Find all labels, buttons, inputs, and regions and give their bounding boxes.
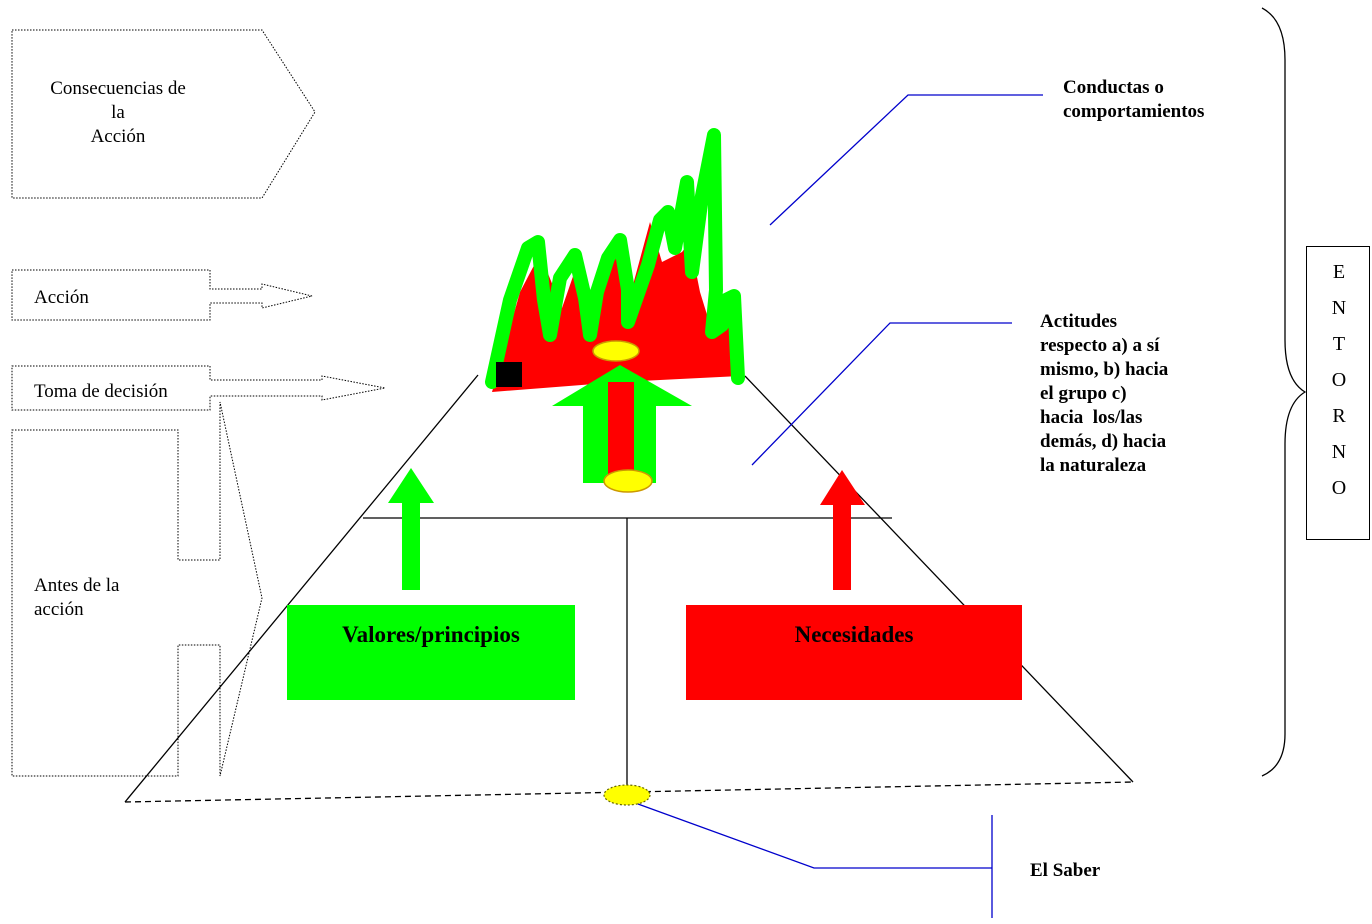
entorno-letter-5: R: [1332, 405, 1346, 427]
entorno-letter-6: N: [1331, 441, 1347, 463]
behaviors-label: Conductas o comportamientos: [1063, 76, 1263, 124]
top-yellow-ellipse: [592, 340, 640, 362]
before-action-line-2: acción: [34, 599, 84, 620]
values-up-arrow: [388, 468, 434, 590]
behaviors-line-2: comportamientos: [1063, 101, 1205, 122]
decision-arrow: [11, 365, 386, 411]
action-label: Acción: [34, 287, 89, 308]
entorno-letter-1: E: [1332, 261, 1346, 283]
attitudes-label: Actitudes respecto a) a sí mismo, b) hac…: [1040, 310, 1240, 478]
entorno-letter-3: T: [1332, 333, 1346, 355]
attitudes-line-1: Actitudes: [1040, 311, 1118, 332]
values-box: [287, 605, 575, 700]
attitudes-line-3: mismo, b) hacia: [1040, 359, 1169, 380]
entorno-letter-2: N: [1331, 297, 1347, 319]
behaviors-line-1: Conductas o: [1063, 77, 1164, 98]
central-red-stem: [608, 382, 634, 482]
values-box-label: Valores/principios: [342, 622, 520, 647]
needs-box: [686, 605, 1022, 700]
attitudes-line-4: el grupo c): [1040, 383, 1127, 404]
consequences-label: Consecuencias de la Acción: [28, 77, 208, 149]
consequences-line-1: Consecuencias de: [50, 78, 186, 99]
flame-green-outline: [485, 128, 745, 389]
action-arrow: [11, 269, 313, 321]
entorno-letter-7: O: [1331, 477, 1347, 499]
decision-label: Toma de decisión: [34, 381, 168, 402]
before-action-label: Antes de la acción: [34, 574, 174, 622]
consequences-line-2: la: [111, 102, 125, 123]
knowledge-label: El Saber: [1030, 860, 1101, 881]
attitudes-line-7: la naturaleza: [1040, 455, 1147, 476]
pyramid-right-edge: [744, 375, 1134, 783]
consequences-arrow: [11, 29, 316, 199]
pyramid-left-edge: [124, 374, 479, 803]
needs-up-arrow: [820, 470, 865, 590]
needs-box-label: Necesidades: [794, 622, 914, 647]
behaviors-leader-line: [769, 94, 1043, 226]
consequences-line-3: Acción: [90, 126, 146, 147]
before-action-arrow: [11, 401, 263, 777]
flame-black-square: [496, 362, 522, 387]
attitudes-line-6: demás, d) hacia: [1040, 431, 1167, 452]
attitudes-line-5: hacia los/las: [1040, 407, 1143, 428]
entorno-letter-4: O: [1331, 369, 1347, 391]
knowledge-leader-line: [637, 803, 992, 869]
entorno-box: E N T O R N O: [1306, 246, 1370, 540]
attitudes-line-2: respecto a) a sí: [1040, 335, 1160, 356]
flame-red-fill: [492, 222, 740, 392]
knowledge-yellow-ellipse: [603, 784, 651, 806]
before-action-line-1: Antes de la: [34, 575, 120, 596]
bottom-yellow-ellipse: [603, 469, 653, 493]
attitudes-leader-line: [751, 322, 1012, 466]
entorno-brace: [1261, 7, 1307, 777]
